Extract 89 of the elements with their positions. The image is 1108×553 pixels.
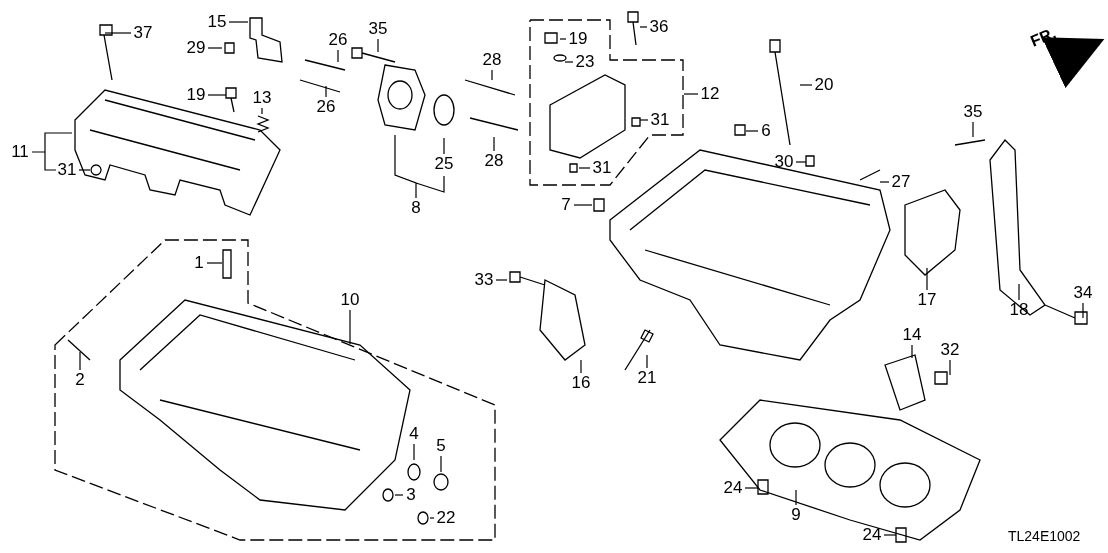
leader-line (325, 85, 327, 98)
leader-line (799, 84, 813, 86)
leader-line (646, 354, 648, 369)
callout-number: 34 (1073, 284, 1093, 302)
leader-line (972, 121, 974, 138)
leader-line (911, 344, 913, 359)
callout-number: 30 (774, 153, 794, 171)
leader-line (559, 38, 567, 40)
leader-line (261, 107, 263, 115)
callout-number: 14 (902, 326, 922, 344)
callout-number: 11 (10, 143, 30, 161)
callout-number: 6 (760, 122, 772, 140)
leader-line (228, 21, 249, 23)
leader-line (207, 47, 223, 49)
leader-line (394, 494, 404, 496)
callout-number: 17 (917, 291, 937, 309)
leader-line (795, 161, 807, 163)
callout-number: 22 (436, 509, 456, 527)
leader-line (104, 32, 132, 34)
leader-line (206, 262, 223, 264)
callout-number: 12 (700, 85, 720, 103)
callout-number: 3 (405, 486, 417, 504)
callout-number: 7 (560, 196, 572, 214)
callout-number: 25 (434, 155, 454, 173)
callout-number: 24 (723, 479, 743, 497)
leader-line (78, 169, 91, 171)
callout-number: 23 (575, 53, 595, 71)
callout-number: 5 (435, 437, 447, 455)
leader-line (443, 137, 445, 155)
callout-number: 31 (650, 111, 670, 129)
callout-number: 37 (133, 24, 153, 42)
leader-line (495, 279, 508, 281)
callout-number: 29 (186, 39, 206, 57)
leader-line (580, 359, 582, 374)
callout-number: 1 (193, 254, 205, 272)
callout-number: 32 (940, 341, 960, 359)
callout-number: 20 (814, 76, 834, 94)
callout-number: 28 (482, 51, 502, 69)
callout-number: 2 (74, 371, 86, 389)
callout-number: 10 (340, 291, 360, 309)
leader-line (639, 26, 648, 28)
leader-line (1082, 302, 1084, 319)
callout-number: 26 (328, 31, 348, 49)
leader-line (413, 443, 415, 461)
leader-line (493, 136, 495, 152)
callout-number: 13 (252, 89, 272, 107)
leader-line (491, 69, 493, 81)
leader-line (883, 534, 897, 536)
leader-line (377, 38, 379, 53)
callout-number: 16 (571, 374, 591, 392)
leader-line (207, 94, 227, 96)
callout-number: 26 (316, 98, 336, 116)
callout-number: 21 (637, 369, 657, 387)
callout-number: 28 (484, 152, 504, 170)
leader-line (31, 132, 73, 171)
leader-line (349, 309, 351, 345)
callout-number: 35 (368, 20, 388, 38)
callout-number: 18 (1009, 301, 1029, 319)
leader-line (926, 267, 928, 291)
leader-line (879, 181, 890, 183)
callout-number: 19 (568, 30, 588, 48)
leader-line (578, 167, 591, 169)
callout-number: 31 (592, 159, 612, 177)
drawing-code: TL24E1002 (1008, 528, 1081, 544)
leader-line (949, 359, 951, 376)
leader-line (639, 119, 649, 121)
leader-line (795, 489, 797, 506)
leader-line (1018, 283, 1020, 301)
callout-number: 24 (862, 526, 882, 544)
callout-number: 9 (790, 506, 802, 524)
leader-line (573, 204, 593, 206)
leader-line (429, 517, 435, 519)
leader-line (79, 351, 81, 371)
leader-line (337, 49, 339, 63)
callout-number: 8 (410, 199, 422, 217)
leader-line (440, 455, 442, 473)
leader-line (745, 130, 759, 132)
callout-number: 35 (963, 103, 983, 121)
callout-number: 15 (207, 13, 227, 31)
callout-number: 36 (649, 18, 669, 36)
callout-number: 19 (186, 86, 206, 104)
callout-number: 31 (57, 161, 77, 179)
callout-number: 33 (474, 271, 494, 289)
callout-number: 4 (408, 425, 420, 443)
leader-line (394, 134, 445, 199)
leader-line (564, 61, 574, 63)
callout-number: 27 (891, 173, 911, 191)
leader-line (744, 487, 759, 489)
leader-line (683, 93, 699, 95)
